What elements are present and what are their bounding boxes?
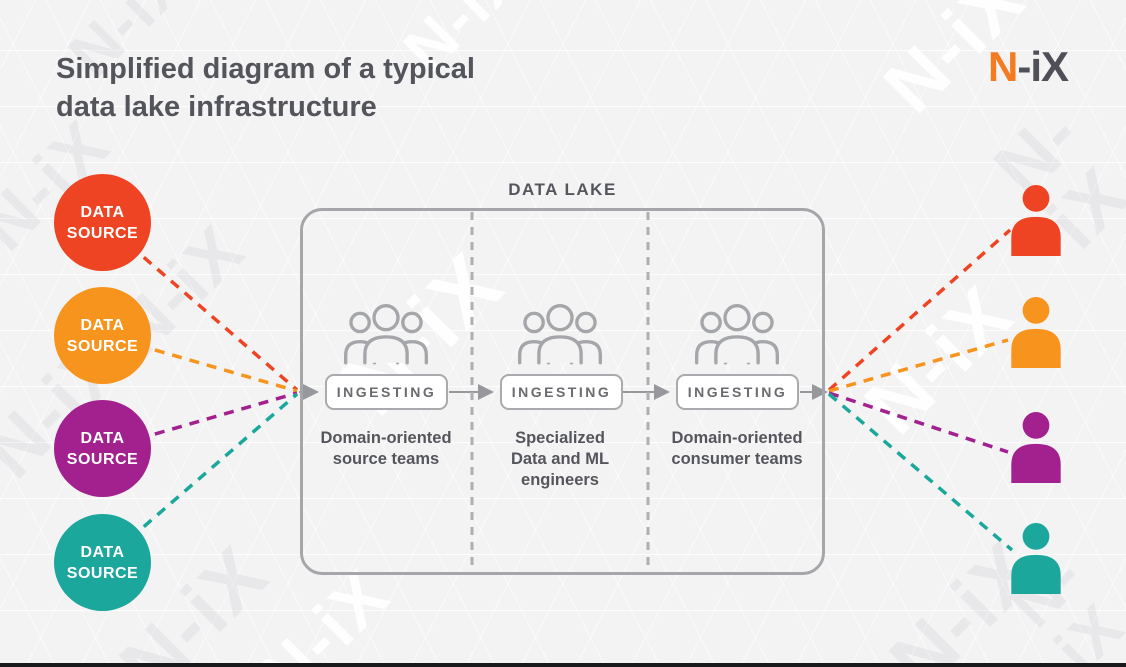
person-icon	[1011, 297, 1061, 368]
data-source-circle-1: DATA SOURCE	[54, 174, 151, 271]
section-caption-consumer-teams: Domain-oriented consumer teams	[671, 429, 803, 468]
person-icon	[1011, 185, 1061, 256]
source-connector-line	[102, 333, 298, 393]
data-source-circle-3: DATA SOURCE	[54, 400, 151, 497]
person-icon	[1011, 412, 1061, 483]
nix-logo: N-iX	[988, 43, 1069, 90]
nix-logo-rest: -iX	[1017, 43, 1069, 90]
data-lake-box	[300, 208, 825, 575]
data-source-circle-4: DATA SOURCE	[54, 514, 151, 611]
ingesting-button-2: INGESTING	[500, 374, 623, 410]
nix-logo-accent: N	[988, 43, 1018, 90]
ingesting-button-1: INGESTING	[325, 374, 448, 410]
page-title-line2: data lake infrastructure	[56, 91, 377, 123]
team-icon	[518, 303, 602, 365]
team-icon	[695, 303, 779, 365]
section-caption-ml-engineers: Specialized Data and ML engineers	[510, 429, 610, 489]
consumer-connector-line	[828, 338, 1009, 393]
bottom-edge-bar	[0, 663, 1126, 667]
data-lake-label: DATA LAKE	[508, 180, 617, 199]
ingesting-button-3: INGESTING	[676, 374, 799, 410]
person-icon	[1011, 523, 1061, 594]
team-icon	[344, 303, 428, 365]
data-source-circle-2: DATA SOURCE	[54, 287, 151, 384]
consumer-connector-line	[828, 391, 1009, 454]
section-caption-source-teams: Domain-oriented source teams	[320, 429, 452, 468]
page-title-line1: Simplified diagram of a typical	[56, 53, 475, 85]
page-title: Simplified diagram of a typical data lak…	[56, 50, 475, 126]
consumer-connector-line	[827, 228, 1012, 392]
source-connector-line	[102, 391, 298, 451]
consumer-connector-line	[827, 392, 1014, 552]
